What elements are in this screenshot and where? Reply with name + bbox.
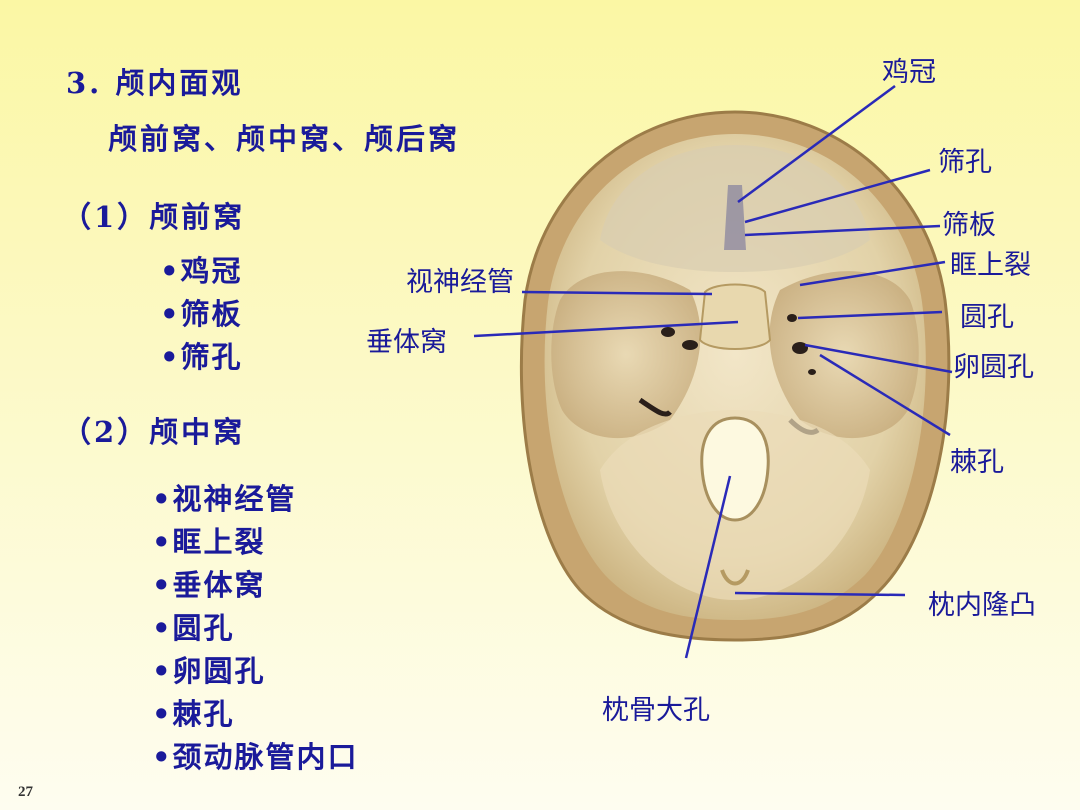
list-item: •视神经管 [152,482,297,516]
internal-occipital-protuberance [720,569,750,586]
foramen-right-2 [792,342,808,354]
label-kuangshanglie: 眶上裂 [950,250,1031,281]
section-heading-anterior: （1）颅前窝 [62,200,246,234]
leader-line-shaikong [744,168,931,224]
leader-line-zhengudakong [684,475,732,659]
list-item: •筛孔 [160,340,243,374]
list-item: •卵圆孔 [152,654,266,688]
leader-line-kuangshanglie [799,260,946,287]
fissure-left [638,397,672,417]
foramen-left-2 [682,340,698,350]
leader-line-chuitiwo [473,320,739,338]
slide-subtitle: 颅前窝、颅中窝、颅后窝 [108,122,461,156]
label-zhengudakong: 枕骨大孔 [602,695,710,726]
label-yuankong: 圆孔 [960,302,1014,333]
leader-line-jiguan [737,84,896,204]
leader-line-yuankong [797,310,943,320]
foramen-right-3 [808,369,816,375]
list-item: •筛板 [160,297,243,331]
list-item: •圆孔 [152,611,235,645]
foramen-left-1 [661,327,675,337]
list-item: •眶上裂 [152,525,266,559]
leader-line-jikong [819,353,951,437]
section-heading-middle: （2）颅中窝 [62,415,246,449]
label-jikong: 棘孔 [950,447,1004,478]
label-jiguan: 鸡冠 [882,57,936,88]
page-number: 27 [18,784,33,800]
middle-fossa-left [551,271,701,439]
label-luanyuankong: 卵圆孔 [953,352,1034,383]
slide-title: 3. 颅内面观 [66,66,244,100]
sella-turcica [698,283,772,350]
leader-line-zhenneilongtu [734,591,906,597]
list-item: •棘孔 [152,697,235,731]
leader-line-shishenjingguan [521,290,713,296]
list-item: •垂体窝 [152,568,266,602]
label-shaikong: 筛孔 [938,147,992,178]
middle-fossa-right [769,271,919,439]
label-chuitiwo: 垂体窝 [366,327,447,358]
foramen-magnum [700,416,770,522]
leader-line-shaiban [744,224,941,237]
foramen-right-1 [787,314,797,322]
label-shaiban: 筛板 [942,210,996,241]
label-shishenjingguan: 视神经管 [406,267,514,298]
list-item: •鸡冠 [160,254,243,288]
label-zhenneilongtu: 枕内隆凸 [928,590,1036,621]
list-item: •颈动脉管内口 [152,740,359,774]
leader-line-luanyuankong [804,343,953,374]
